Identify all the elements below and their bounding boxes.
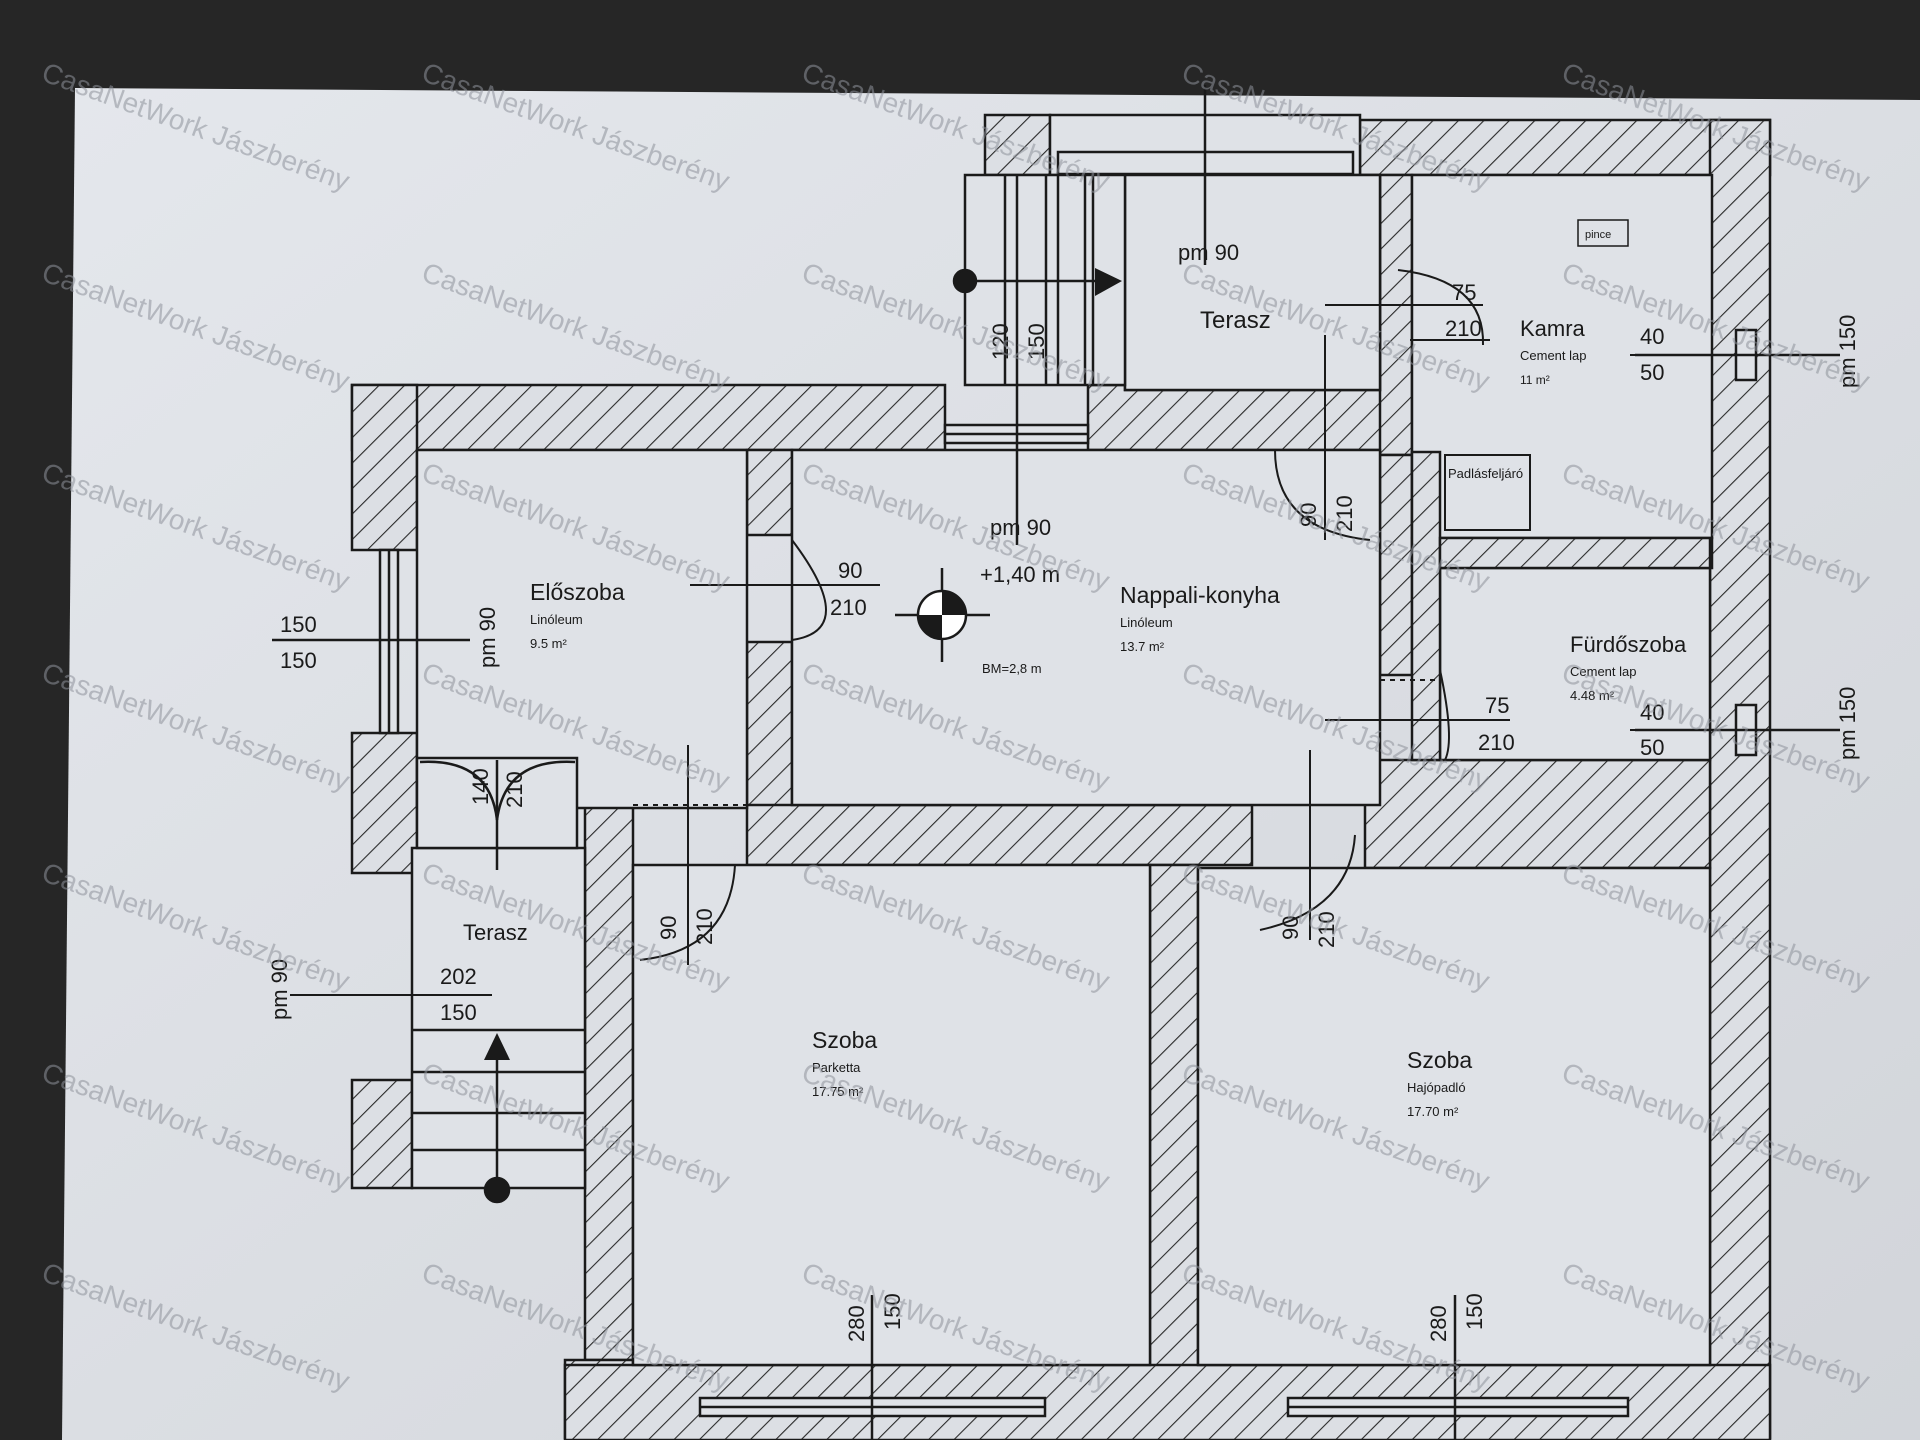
dim-kamra-win-w: 40	[1640, 324, 1664, 349]
dim-furdo-win-h: 50	[1640, 735, 1664, 760]
room-name: Nappali-konyha	[1120, 582, 1280, 608]
room-floor: Parketta	[812, 1060, 861, 1075]
dim-szoba-r-win-h: 280	[1426, 1305, 1451, 1342]
stair-arrow-icon	[1095, 268, 1122, 296]
bm-label: BM=2,8 m	[982, 661, 1042, 676]
room-area: 13.7 m²	[1120, 639, 1165, 654]
door-swings	[633, 269, 1500, 965]
top-terrace	[943, 113, 1382, 445]
dim-pm: pm 90	[267, 959, 292, 1020]
room-name: Terasz	[463, 920, 528, 945]
room-name: Terasz	[1200, 307, 1271, 334]
dim-terasz-150: 150	[440, 1000, 477, 1025]
room-floor: Linóleum	[530, 612, 583, 627]
padlasfeljaro-label: Padlásfeljáró	[1448, 466, 1523, 481]
dim-kamra-win-h: 50	[1640, 360, 1664, 385]
dim-eloszoba-win-w: 150	[280, 612, 317, 637]
room-floor: Cement lap	[1520, 348, 1586, 363]
room-floor: Cement lap	[1570, 664, 1636, 679]
level-label: +1,40 m	[980, 562, 1060, 587]
room-name: Szoba	[812, 1027, 877, 1053]
dim-pm: pm 90	[1178, 240, 1239, 265]
room-area: 11 m²	[1520, 373, 1550, 387]
pince-label: pince	[1585, 229, 1611, 241]
dim-szoba-r-door-h: 210	[1314, 911, 1339, 948]
dim-nappali-door-h: 210	[1332, 495, 1357, 532]
dim-szoba-l-door-h: 210	[692, 908, 717, 945]
entry-arrow-icon	[484, 1033, 510, 1060]
dim-eloszoba-win-h: 150	[280, 648, 317, 673]
room-area: 9.5 m²	[530, 636, 568, 651]
dimension-lines	[290, 339, 1680, 996]
room-name: Kamra	[1520, 316, 1586, 341]
level-marker-icon	[895, 568, 990, 662]
room-floor: Hajópadló	[1407, 1080, 1466, 1095]
dim-szoba-l-win-w: 150	[880, 1293, 905, 1330]
dim-eloszoba-door-w: 90	[838, 558, 862, 583]
room-name: Szoba	[1407, 1047, 1472, 1073]
dim-stair-150: 150	[1024, 323, 1049, 360]
dim-szoba-l-door-w: 90	[656, 916, 681, 940]
dim-kamra-door-w: 75	[1452, 280, 1476, 305]
dim-nappali-door-w: 90	[1296, 503, 1321, 527]
padlasfeljaro-box	[1444, 454, 1531, 531]
stair-start-dot	[952, 268, 978, 294]
dim-szoba-l-win-h: 280	[844, 1305, 869, 1342]
dim-szoba-r-door-w: 90	[1278, 916, 1303, 940]
plan-drawing	[272, 85, 1840, 1440]
dim-kamra-door-h: 210	[1445, 316, 1482, 341]
dim-entry-door-h: 210	[502, 771, 527, 808]
left-terrace	[410, 756, 587, 1204]
dim-terasz-202: 202	[440, 964, 477, 989]
entry-stair-dot	[483, 1176, 511, 1204]
room-name: Fürdőszoba	[1570, 632, 1687, 657]
dim-stair-120: 120	[988, 323, 1013, 360]
room-floor: Linóleum	[1120, 615, 1173, 630]
dim-szoba-r-win-w: 150	[1462, 1293, 1487, 1330]
dim-furdo-door-h: 210	[1478, 730, 1515, 755]
pince-box	[1577, 219, 1629, 247]
dim-pm: pm 150	[1835, 315, 1860, 388]
dim-pm: pm 150	[1835, 687, 1860, 760]
dim-furdo-door-w: 75	[1485, 693, 1509, 718]
dim-pm: pm 90	[990, 515, 1051, 540]
room-name: Előszoba	[530, 579, 625, 605]
dim-furdo-win-w: 40	[1640, 700, 1664, 725]
dim-eloszoba-door-h: 210	[830, 595, 867, 620]
room-area: 17.75 m²	[812, 1084, 864, 1099]
dim-pm: pm 90	[475, 607, 500, 668]
room-area: 4.48 m²	[1570, 688, 1615, 703]
dim-entry-door-w: 140	[468, 768, 493, 805]
room-areas	[415, 173, 1714, 1367]
room-labels: Terasz Kamra Cement lap 11 m² Előszoba L…	[463, 229, 1687, 1119]
dimension-labels: pm 90 pm 90 pm 90 pm 90 pm 150 pm 150 12…	[267, 240, 1860, 1342]
room-area: 17.70 m²	[1407, 1104, 1459, 1119]
